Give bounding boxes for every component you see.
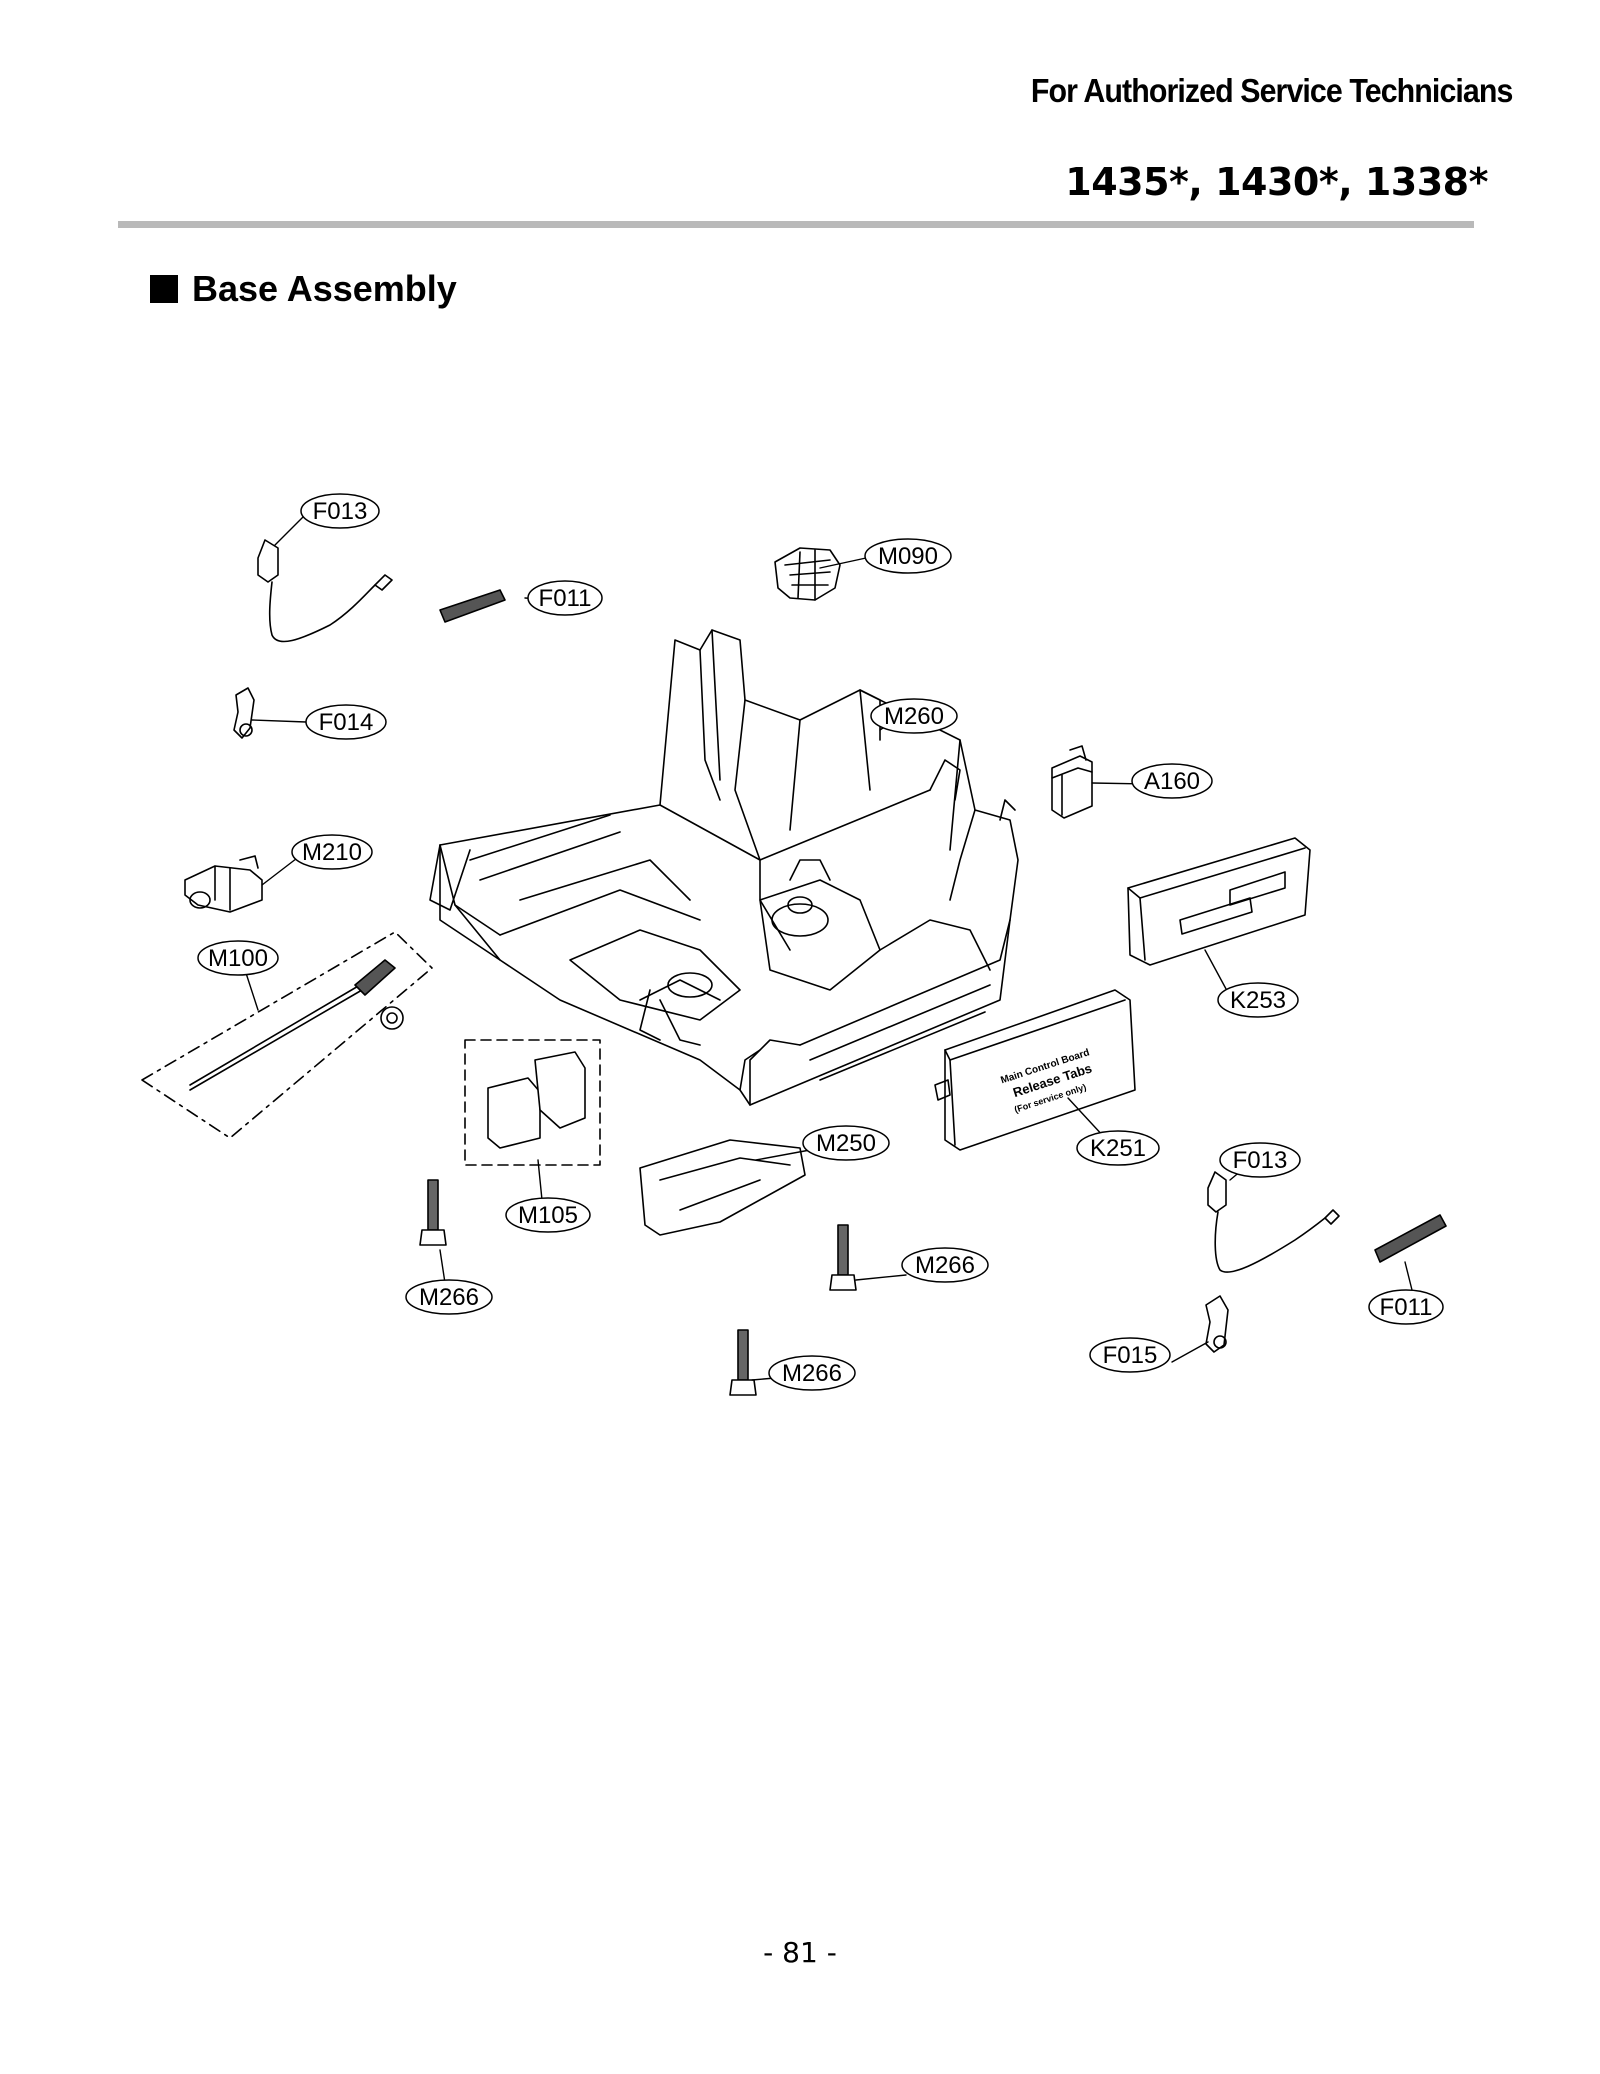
- service-technicians-header: For Authorized Service Technicians: [1030, 72, 1513, 109]
- label-f013-top: F013: [313, 498, 368, 525]
- label-f011-bottom: F011: [1380, 1294, 1433, 1321]
- m100-part: [141, 931, 433, 1139]
- label-m266-bottom: M266: [782, 1360, 842, 1387]
- label-f013-bottom: F013: [1233, 1147, 1288, 1174]
- a160-part: [1051, 745, 1093, 819]
- label-m090: M090: [878, 543, 938, 570]
- label-k251: K251: [1090, 1135, 1146, 1162]
- k251-part: [934, 989, 1136, 1151]
- m090-part: [774, 547, 841, 601]
- page-number: - 81 -: [763, 1936, 837, 1969]
- part-labels: F013 F011 M090 F014 M260 A160 M210 M100 …: [208, 498, 1432, 1387]
- label-f015: F015: [1103, 1342, 1158, 1369]
- base-tub-part: [429, 629, 1019, 1106]
- label-m250: M250: [816, 1130, 876, 1157]
- m266-mid-part: [829, 1224, 857, 1291]
- m105-part: [464, 1039, 601, 1166]
- m266-left-part: [419, 1179, 447, 1246]
- f011-top-part: [439, 589, 506, 623]
- k253-part: [1127, 837, 1311, 966]
- m266-bottom-part: [729, 1329, 757, 1396]
- label-m210: M210: [302, 839, 362, 866]
- f014-part: [233, 687, 255, 739]
- section-heading: Base Assembly: [150, 268, 457, 310]
- square-bullet-icon: [150, 275, 178, 303]
- f013-bottom-part: [1207, 1171, 1340, 1273]
- label-m100: M100: [208, 945, 268, 972]
- label-m266-left: M266: [419, 1284, 479, 1311]
- model-numbers: 1435*, 1430*, 1338*: [1065, 160, 1488, 204]
- label-k253: K253: [1230, 987, 1286, 1014]
- f013-top-part: [257, 539, 393, 643]
- label-m266-mid: M266: [915, 1252, 975, 1279]
- label-m260: M260: [884, 703, 944, 730]
- m250-part: [639, 1139, 806, 1236]
- f011-bottom-part: [1374, 1214, 1447, 1263]
- label-f014: F014: [319, 709, 374, 736]
- section-title: Base Assembly: [192, 268, 457, 309]
- header-divider: [118, 221, 1474, 228]
- label-m105: M105: [518, 1202, 578, 1229]
- m210-part: [184, 855, 263, 913]
- label-a160: A160: [1144, 768, 1200, 795]
- label-f011-top: F011: [539, 585, 592, 612]
- label-ellipses: [197, 493, 1444, 1391]
- f015-part: [1205, 1295, 1229, 1353]
